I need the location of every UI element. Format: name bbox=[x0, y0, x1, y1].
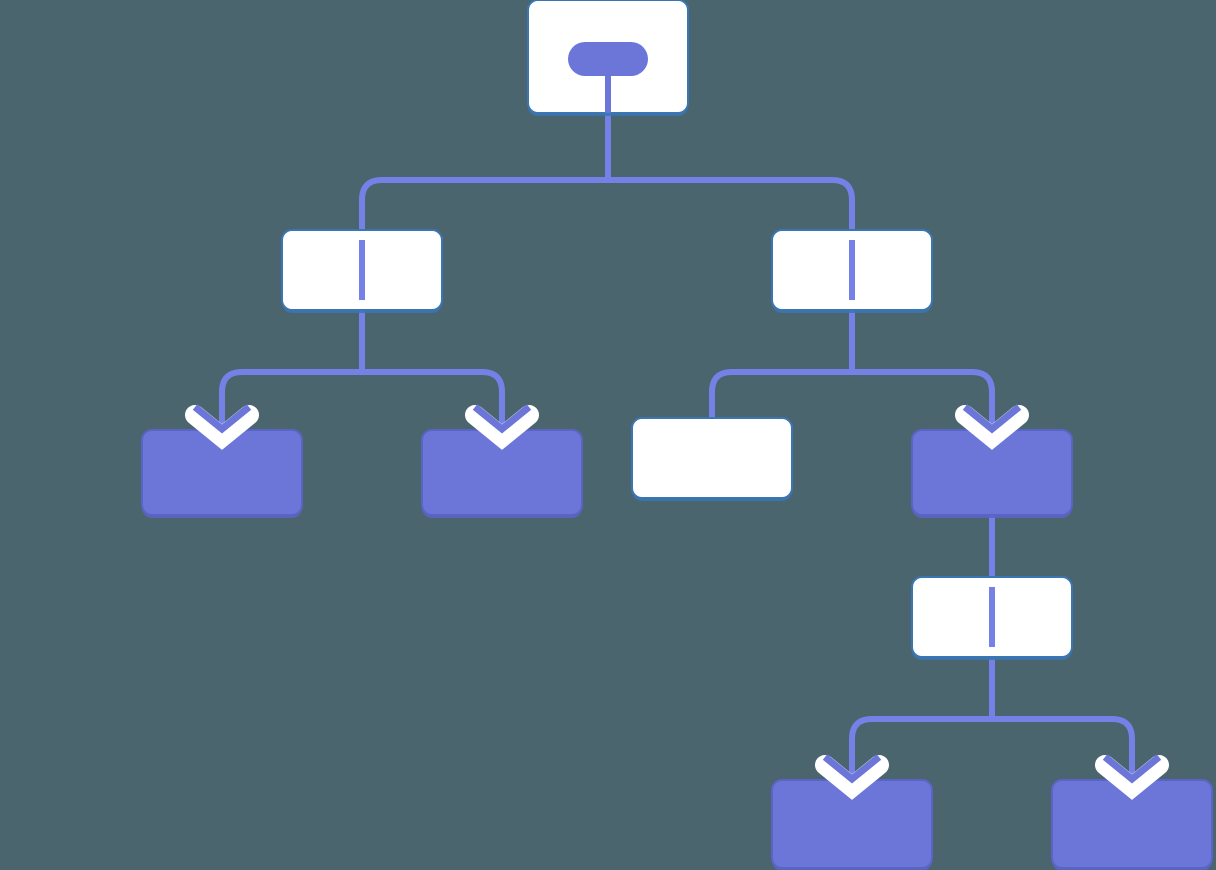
level2-branch-purple-node[interactable] bbox=[911, 429, 1073, 518]
root-node[interactable] bbox=[527, 0, 689, 116]
arrowhead-layer bbox=[185, 404, 1169, 800]
level1-left-node[interactable] bbox=[281, 229, 443, 313]
edge-level1-right-to-branch[interactable] bbox=[849, 310, 995, 432]
arrowhead-leaf-a-fill bbox=[192, 404, 252, 434]
arrowhead-branch-outline bbox=[955, 405, 1029, 450]
root-node-pill bbox=[568, 42, 648, 76]
edge-root-to-level1-left[interactable] bbox=[359, 113, 611, 230]
level4-leaf-node-b[interactable] bbox=[1051, 779, 1213, 870]
level1-right-node[interactable] bbox=[771, 229, 933, 313]
edge-level3-to-leaf-a[interactable] bbox=[849, 657, 995, 782]
arrowhead-level4-leaf-a-outline bbox=[815, 755, 889, 800]
edge-level3-to-leaf-b[interactable] bbox=[989, 657, 1135, 782]
level2-leaf-node-b[interactable] bbox=[421, 429, 583, 518]
level1-right-node-divider bbox=[849, 240, 855, 300]
arrowhead-leaf-b bbox=[465, 404, 539, 450]
node-layer bbox=[141, 0, 1213, 870]
arrowhead-leaf-b-outline bbox=[465, 405, 539, 450]
edge-level1-right-to-terminal[interactable] bbox=[709, 310, 855, 418]
edge-root-to-level1-right[interactable] bbox=[605, 113, 855, 230]
root-node-stem bbox=[605, 76, 611, 113]
arrowhead-leaf-a-outline bbox=[185, 405, 259, 450]
edge-layer bbox=[219, 113, 1135, 782]
level2-terminal-white-node-body[interactable] bbox=[631, 417, 793, 499]
level3-white-node[interactable] bbox=[911, 576, 1073, 660]
level2-leaf-node-a[interactable] bbox=[141, 429, 303, 518]
level1-left-node-divider bbox=[359, 240, 365, 300]
level3-white-node-divider bbox=[989, 587, 995, 647]
edge-level1-left-to-leaf-a[interactable] bbox=[219, 310, 365, 432]
arrowhead-level4-leaf-a-fill bbox=[822, 754, 882, 784]
arrowhead-level4-leaf-b-fill bbox=[1102, 754, 1162, 784]
arrowhead-branch-fill bbox=[962, 404, 1022, 434]
arrowhead-leaf-b-fill bbox=[472, 404, 532, 434]
arrowhead-leaf-a bbox=[185, 404, 259, 450]
arrowhead-level4-leaf-b bbox=[1095, 754, 1169, 800]
edge-level1-left-to-leaf-b[interactable] bbox=[359, 310, 505, 432]
arrowhead-level4-leaf-b-outline bbox=[1095, 755, 1169, 800]
arrowhead-level4-leaf-a bbox=[815, 754, 889, 800]
level4-leaf-node-a[interactable] bbox=[771, 779, 933, 870]
arrowhead-branch bbox=[955, 404, 1029, 450]
level2-terminal-white-node[interactable] bbox=[631, 417, 793, 501]
